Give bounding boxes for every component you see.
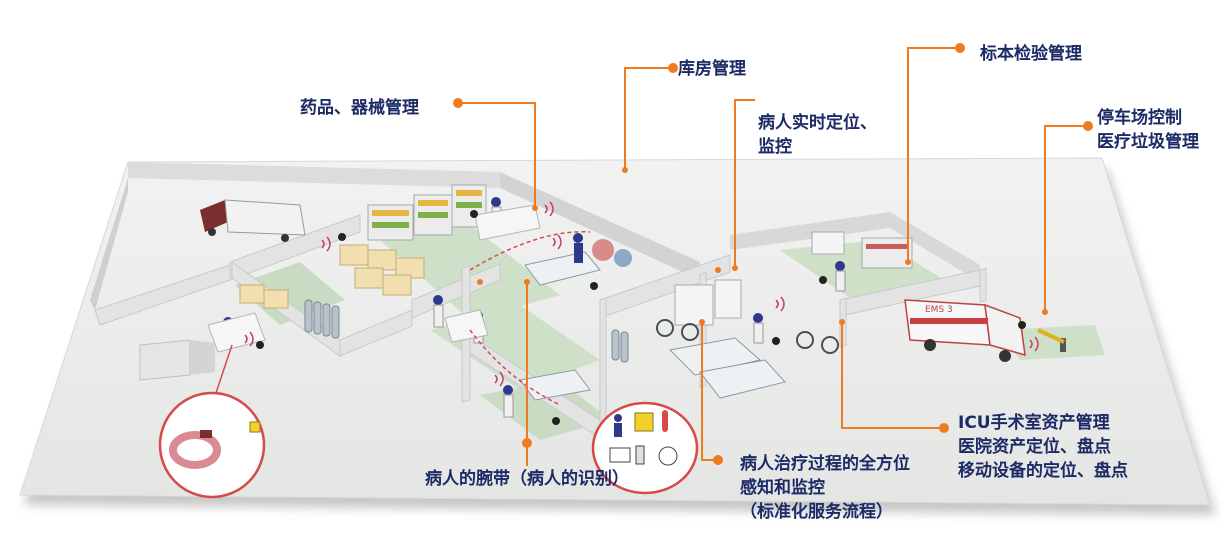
hospital-beds — [519, 251, 786, 401]
label-treatment-line-2: 感知和监控 — [740, 478, 825, 498]
label-parking-line-2: 医疗垃圾管理 — [1097, 132, 1199, 152]
label-icu-line-3: 移动设备的定位、盘点 — [958, 461, 1128, 481]
label-patient-realtime-line-1: 病人实时定位、 — [758, 113, 877, 133]
parking-floor — [1000, 325, 1105, 360]
number-badges — [256, 210, 1026, 425]
label-warehouse: 库房管理 — [678, 59, 746, 79]
exercise-balls — [592, 239, 632, 267]
label-icu-line-1: ICU手术室资产管理 — [958, 413, 1110, 433]
label-specimen: 标本检验管理 — [980, 44, 1082, 64]
outer-walls — [90, 162, 980, 310]
callout-lines — [458, 47, 1088, 466]
callout-dot-drugs — [453, 98, 463, 108]
delivery-truck — [200, 199, 306, 242]
callout-line-parking — [1044, 125, 1088, 312]
label-drugs: 药品、器械管理 — [300, 98, 419, 118]
callout-line-treatment — [701, 322, 718, 461]
callout-line-warehouse — [624, 67, 672, 170]
callout-line-patient-realtime — [734, 99, 755, 268]
entrance-gate — [139, 339, 215, 381]
callout-line-icu — [841, 322, 944, 429]
callout-anchor-dots — [477, 167, 1048, 325]
counters — [207, 204, 541, 353]
label-icu: ICU手术室资产管理 医院资产定位、盘点 移动设备的定位、盘点 — [958, 411, 1128, 483]
ambulance: EMS 3 — [904, 299, 1026, 362]
callout-line-specimen — [907, 47, 960, 262]
label-treatment-line-3: （标准化服务流程） — [740, 502, 893, 522]
label-wristband: 病人的腕带（病人的识别） — [425, 469, 629, 489]
wheelchairs — [656, 319, 839, 354]
cardboard-boxes — [239, 244, 425, 309]
label-icu-line-2: 医院资产定位、盘点 — [958, 437, 1111, 457]
callout-dot-icu — [939, 423, 949, 433]
label-parking: 停车场控制 医疗垃圾管理 — [1097, 106, 1199, 154]
gas-cylinders — [304, 299, 629, 363]
label-treatment-line-1: 病人治疗过程的全方位 — [740, 454, 910, 474]
label-patient-realtime-line-2: 监控 — [758, 137, 792, 157]
label-patient-realtime: 病人实时定位、 监控 — [758, 111, 877, 159]
wristband-inset — [158, 344, 266, 499]
shelves — [367, 184, 913, 269]
parking-barrier — [1037, 328, 1066, 352]
ambulance-label: EMS 3 — [925, 305, 953, 315]
label-parking-line-1: 停车场控制 — [1097, 108, 1182, 128]
label-treatment: 病人治疗过程的全方位 感知和监控 （标准化服务流程） — [740, 452, 910, 524]
equipment-cabinets — [674, 231, 845, 326]
callout-line-drugs — [458, 102, 536, 208]
treatment-icons-inset — [591, 401, 699, 495]
callout-dot-parking — [1083, 121, 1093, 131]
callout-dot-warehouse — [668, 63, 678, 73]
callout-dot-wristband — [522, 438, 532, 448]
patient-path-2 — [469, 329, 561, 406]
callout-dot-treatment — [713, 455, 723, 465]
callout-dot-specimen — [955, 43, 965, 53]
